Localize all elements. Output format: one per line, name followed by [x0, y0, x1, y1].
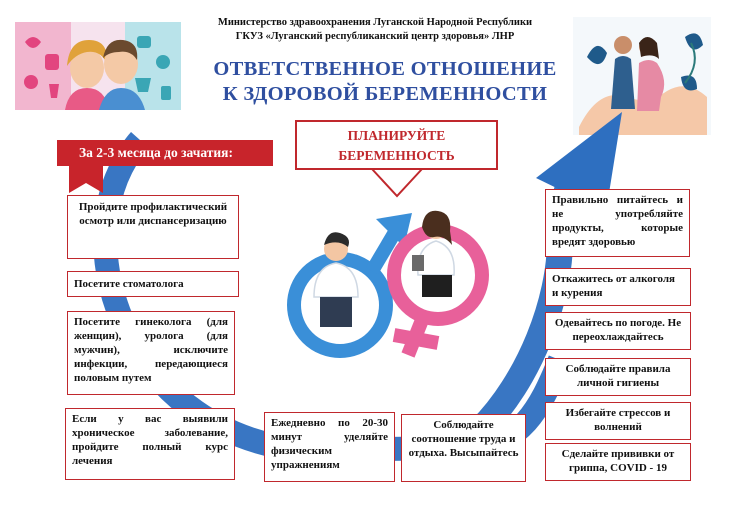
tip-dentist: Посетите стоматолога [67, 271, 239, 297]
tip-gynecologist: Посетите гинеколога (для женщин), уролог… [67, 311, 235, 395]
tip-avoid-stress: Избегайте стрессов и волнений [545, 402, 691, 440]
tip-checkup-text: Пройдите профилактический осмотр или дис… [78, 201, 228, 227]
tip-no-alcohol-text: Откажитесь от алкоголя и курения [552, 273, 675, 299]
couple-illustration [15, 22, 181, 110]
tip-nutrition-text: Правильно питайтесь и не употребляйте пр… [552, 194, 683, 248]
plan-pregnancy-box: ПЛАНИРУЙТЕ БЕРЕМЕННОСТЬ [295, 120, 498, 170]
title-line-1: ОТВЕТСТВЕННОЕ ОТНОШЕНИЕ [213, 58, 557, 80]
tip-dentist-text: Посетите стоматолога [74, 278, 184, 290]
timing-banner: За 2-3 месяца до зачатия: [57, 140, 273, 166]
plan-line-1: ПЛАНИРУЙТЕ [347, 128, 446, 143]
tip-exercise: Ежедневно по 20-30 минут уделяйте физиче… [264, 412, 395, 482]
tip-dress-weather: Одевайтесь по погоде. Не переохлаждайтес… [545, 312, 691, 350]
page-title: ОТВЕТСТВЕННОЕ ОТНОШЕНИЕ К ЗДОРОВОЙ БЕРЕМ… [190, 57, 580, 107]
gender-symbols-illustration [287, 210, 489, 358]
tip-vaccination: Сделайте прививки от гриппа, COVID - 19 [545, 443, 691, 481]
tip-gynecologist-text: Посетите гинеколога (для женщин), уролог… [74, 316, 228, 384]
tip-chronic-disease-text: Если у вас выявили хроническое заболеван… [72, 413, 228, 467]
tip-avoid-stress-text: Избегайте стрессов и волнений [565, 407, 671, 433]
tip-exercise-text: Ежедневно по 20-30 минут уделяйте физиче… [271, 417, 388, 471]
tip-checkup: Пройдите профилактический осмотр или дис… [67, 195, 239, 259]
tip-hygiene: Соблюдайте правила личной гигиены [545, 358, 691, 396]
tip-chronic-disease: Если у вас выявили хроническое заболеван… [65, 408, 235, 480]
ministry-header: Министерство здравоохранения Луганской Н… [190, 16, 560, 44]
tip-nutrition: Правильно питайтесь и не употребляйте пр… [545, 189, 690, 257]
bookmark-tab-icon [69, 165, 103, 193]
tip-dress-weather-text: Одевайтесь по погоде. Не переохлаждайтес… [554, 317, 682, 343]
tip-vaccination-text: Сделайте прививки от гриппа, COVID - 19 [561, 448, 675, 474]
tip-work-rest: Соблюдайте соотношение труда и отдыха. В… [401, 414, 526, 482]
tip-hygiene-text: Соблюдайте правила личной гигиены [565, 363, 671, 389]
ministry-line-2: ГКУЗ «Луганский республиканский центр зд… [235, 31, 515, 42]
plan-down-arrow-icon [370, 168, 424, 198]
plan-line-2: БЕРЕМЕННОСТЬ [338, 148, 455, 163]
title-line-2: К ЗДОРОВОЙ БЕРЕМЕННОСТИ [222, 83, 548, 105]
ministry-line-1: Министерство здравоохранения Луганской Н… [217, 17, 533, 28]
tip-work-rest-text: Соблюдайте соотношение труда и отдыха. В… [408, 419, 519, 459]
tip-no-alcohol: Откажитесь от алкоголя и курения [545, 268, 691, 306]
